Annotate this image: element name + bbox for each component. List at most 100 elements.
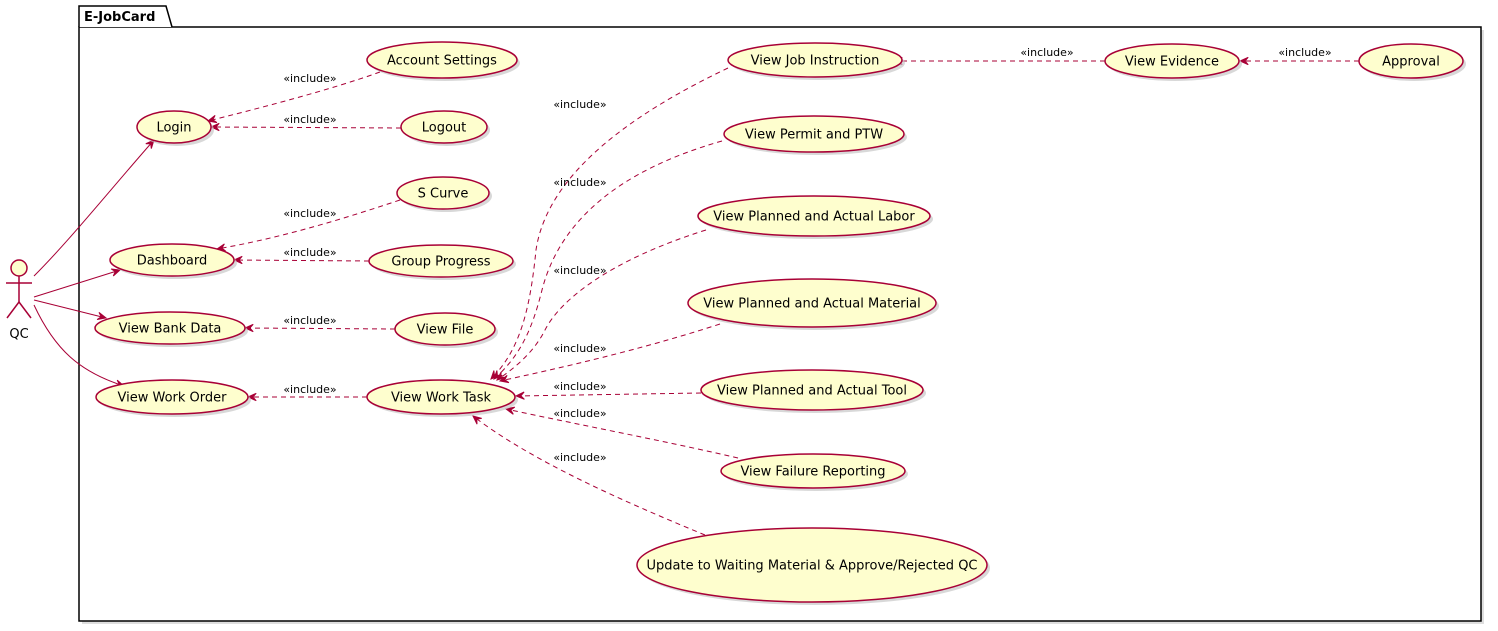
- use-case-view-file[interactable]: View File: [394, 312, 498, 348]
- use-case-label: View Permit and PTW: [745, 128, 883, 143]
- use-case-label: Account Settings: [387, 54, 497, 69]
- assoc-qc-view-work-order: [33, 304, 125, 387]
- include-work-task-tool: [515, 392, 702, 397]
- actor-left-leg: [6, 301, 20, 319]
- include-label-group-progress: «include»: [283, 246, 336, 259]
- actor-head: [10, 259, 28, 277]
- use-case-label: View Planned and Actual Labor: [713, 210, 915, 225]
- use-case-view-material[interactable]: View Planned and Actual Material: [687, 278, 939, 330]
- include-work-task-job-instruction: [490, 67, 729, 380]
- use-case-login[interactable]: Login: [136, 110, 214, 146]
- use-case-label: Group Progress: [391, 255, 490, 270]
- use-case-ellipse: [366, 379, 516, 415]
- include-work-task-material: [499, 323, 721, 382]
- include-login-account-settings-arrowhead: [206, 115, 218, 124]
- use-case-ellipse: [687, 278, 937, 328]
- actor-qc[interactable]: [6, 259, 32, 319]
- use-case-ellipse: [109, 243, 235, 277]
- include-label-update-waiting: «include»: [553, 451, 606, 464]
- include-work-task-update-waiting: [472, 415, 706, 536]
- use-case-ellipse: [723, 115, 905, 153]
- include-label-labor: «include»: [553, 264, 606, 277]
- use-case-ellipse: [400, 110, 488, 144]
- use-case-label: View Planned and Actual Material: [703, 297, 921, 312]
- include-work-task-failure-arrowhead: [504, 406, 516, 415]
- use-case-label: View Planned and Actual Tool: [717, 384, 907, 399]
- package-title: E-JobCard: [84, 10, 155, 25]
- use-case-view-work-order[interactable]: View Work Order: [95, 379, 251, 417]
- use-case-logout[interactable]: Logout: [400, 110, 490, 146]
- include-label-view-file: «include»: [283, 314, 336, 327]
- assoc-qc-login-arrowhead: [145, 139, 155, 149]
- include-label-tool: «include»: [553, 380, 606, 393]
- assoc-qc-dashboard-arrowhead: [110, 268, 122, 277]
- actor-right-leg: [18, 301, 32, 319]
- use-case-approval[interactable]: Approval: [1358, 43, 1466, 81]
- use-case-ellipse: [95, 379, 249, 415]
- include-label-approval: «include»: [1278, 46, 1331, 59]
- use-case-ellipse: [394, 312, 496, 346]
- actor-label: QC: [9, 327, 28, 342]
- use-case-ellipse: [727, 42, 903, 78]
- use-case-ellipse: [1358, 43, 1464, 79]
- include-work-task-tool-arrowhead: [514, 391, 525, 400]
- use-case-ellipse: [366, 41, 518, 79]
- include-label-job-instruction: «include»: [553, 98, 606, 111]
- include-label-evidence: «include»: [1020, 46, 1073, 59]
- use-case-view-job-instruction[interactable]: View Job Instruction: [727, 42, 905, 80]
- use-case-label: View Work Order: [118, 391, 228, 406]
- include-label-failure: «include»: [553, 407, 606, 420]
- use-case-group-progress[interactable]: Group Progress: [368, 244, 516, 280]
- use-case-view-work-task[interactable]: View Work Task: [366, 379, 518, 417]
- use-case-label: Login: [156, 121, 191, 136]
- use-case-account-settings[interactable]: Account Settings: [366, 41, 520, 81]
- use-case-view-failure[interactable]: View Failure Reporting: [720, 453, 908, 491]
- use-case-label: View Work Task: [391, 391, 492, 406]
- use-case-ellipse: [136, 110, 212, 144]
- include-work-task-permit: [493, 140, 723, 380]
- use-case-ellipse: [700, 369, 924, 411]
- use-case-ellipse: [636, 527, 988, 603]
- use-case-view-bank-data[interactable]: View Bank Data: [94, 311, 248, 347]
- use-case-view-evidence[interactable]: View Evidence: [1104, 43, 1242, 81]
- association-lines: «include» «include» «include» «include» «inc…: [33, 46, 1359, 536]
- include-evidence-approval-arrowhead: [1238, 56, 1249, 66]
- include-label-logout: «include»: [283, 113, 336, 126]
- use-case-update-waiting[interactable]: Update to Waiting Material & Approve/Rej…: [636, 527, 990, 605]
- assoc-qc-view-bank-data: [33, 299, 107, 319]
- include-label-work-task: «include»: [283, 383, 336, 396]
- include-work-task-labor: [496, 229, 707, 381]
- use-case-label: View Bank Data: [119, 322, 222, 337]
- use-case-label: View File: [417, 323, 474, 338]
- use-case-label: Dashboard: [137, 254, 208, 269]
- use-case-view-permit[interactable]: View Permit and PTW: [723, 115, 907, 155]
- include-login-logout: [210, 126, 402, 129]
- include-bank-data-view-file: [244, 327, 396, 330]
- assoc-qc-dashboard: [33, 269, 121, 298]
- include-work-order-work-task-arrowhead: [246, 392, 257, 402]
- include-work-task-update-waiting-arrowhead: [472, 415, 482, 425]
- use-case-label: View Job Instruction: [751, 54, 880, 69]
- use-case-label: View Evidence: [1125, 55, 1219, 70]
- use-case-label: Update to Waiting Material & Approve/Rej…: [646, 559, 977, 574]
- use-case-dashboard[interactable]: Dashboard: [109, 243, 237, 279]
- use-case-ellipse: [1104, 43, 1240, 79]
- use-case-view-tool[interactable]: View Planned and Actual Tool: [700, 369, 926, 413]
- include-label-material: «include»: [553, 342, 606, 355]
- use-case-view-labor[interactable]: View Planned and Actual Labor: [697, 195, 933, 239]
- use-case-ellipse: [94, 311, 246, 345]
- assoc-qc-login: [33, 139, 155, 277]
- include-login-logout-arrowhead: [209, 122, 220, 132]
- use-case-label: Logout: [422, 121, 467, 136]
- include-work-task-permit-arrowhead: [493, 370, 503, 380]
- include-label-permit: «include»: [553, 176, 606, 189]
- include-login-account-settings: [207, 71, 381, 122]
- include-bank-data-view-file-arrowhead: [243, 323, 254, 333]
- include-label-s-curve: «include»: [283, 207, 336, 220]
- include-dashboard-group-progress: [233, 259, 370, 262]
- use-case-s-curve[interactable]: S Curve: [396, 176, 492, 212]
- include-work-task-material-arrowhead: [498, 375, 510, 384]
- include-dashboard-s-curve: [216, 199, 401, 250]
